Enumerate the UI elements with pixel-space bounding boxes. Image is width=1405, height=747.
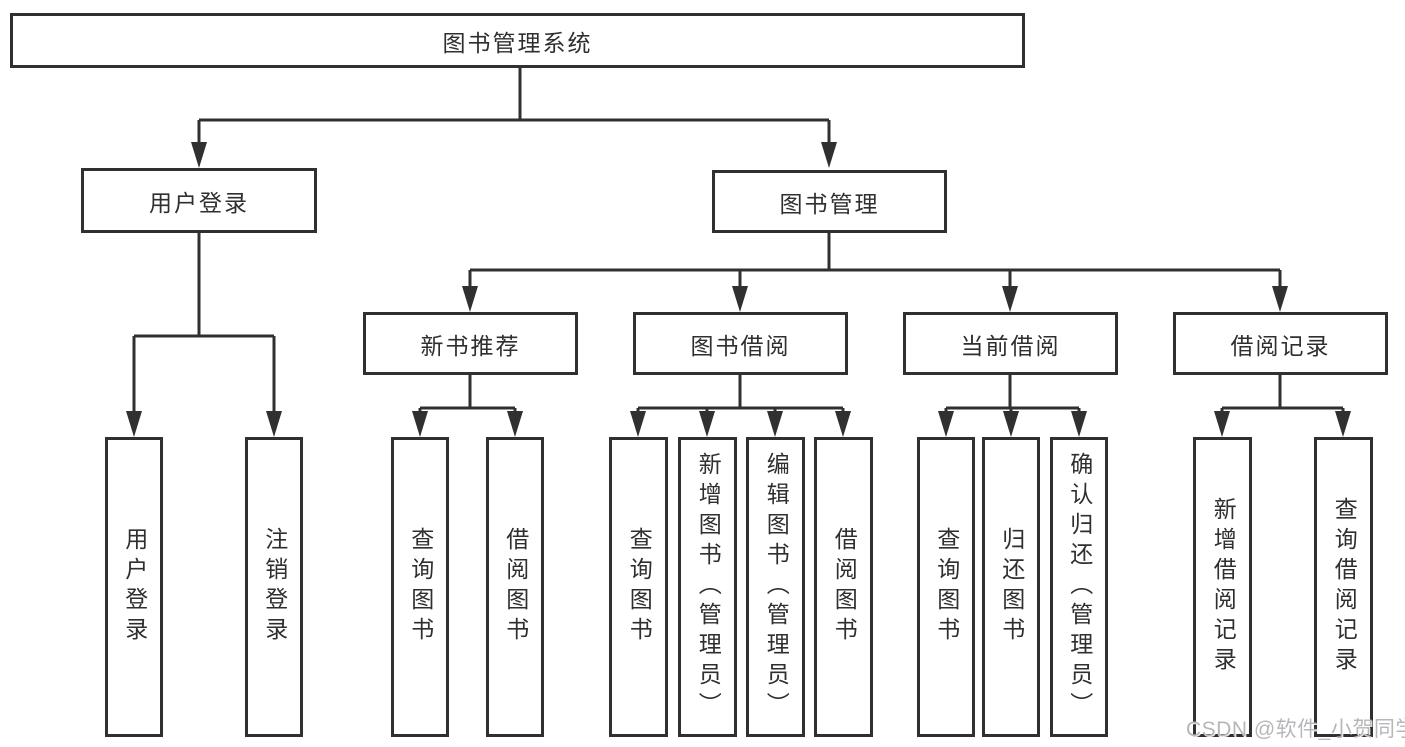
arrowhead-icons (126, 142, 1351, 437)
leaf-label: 查询图书 (407, 527, 434, 647)
node-book-borrow: 图书借阅 (633, 312, 848, 375)
leaf-add-borrow-record: 新增借阅记录 (1193, 437, 1252, 737)
leaf-add-book-admin: 新增图书（管理员） (678, 437, 737, 737)
leaf-return-book: 归还图书 (982, 437, 1040, 737)
leaf-label: 编辑图书（管理员） (763, 452, 790, 722)
leaf-label: 借阅图书 (502, 527, 529, 647)
leaf-label: 查询图书 (933, 527, 960, 647)
node-current-borrow: 当前借阅 (903, 312, 1118, 375)
leaf-label: 注销登录 (261, 527, 288, 647)
leaf-label: 用户登录 (121, 527, 148, 647)
node-borrow-record: 借阅记录 (1173, 312, 1388, 375)
leaf-logout: 注销登录 (245, 437, 303, 737)
leaf-query-borrow-record: 查询借阅记录 (1314, 437, 1373, 737)
leaf-label: 新增借阅记录 (1210, 497, 1237, 677)
leaf-borrow-book-1: 借阅图书 (486, 437, 544, 737)
node-book-management: 图书管理 (712, 170, 947, 233)
leaf-label: 归还图书 (998, 527, 1025, 647)
leaf-confirm-return-admin: 确认归还（管理员） (1050, 437, 1108, 737)
node-user-login: 用户登录 (81, 168, 317, 233)
leaf-label: 确认归还（管理员） (1066, 452, 1093, 722)
node-root: 图书管理系统 (10, 13, 1025, 68)
leaf-edit-book-admin: 编辑图书（管理员） (746, 437, 805, 737)
leaf-label: 新增图书（管理员） (695, 452, 722, 722)
leaf-query-book-2: 查询图书 (609, 437, 668, 737)
leaf-user-login: 用户登录 (105, 437, 163, 737)
leaf-borrow-book-2: 借阅图书 (814, 437, 873, 737)
leaf-query-book-1: 查询图书 (391, 437, 449, 737)
node-new-book-recommend: 新书推荐 (363, 312, 578, 375)
leaf-label: 查询借阅记录 (1331, 497, 1358, 677)
leaf-query-book-3: 查询图书 (917, 437, 975, 737)
leaf-label: 借阅图书 (831, 527, 858, 647)
leaf-label: 查询图书 (626, 527, 653, 647)
